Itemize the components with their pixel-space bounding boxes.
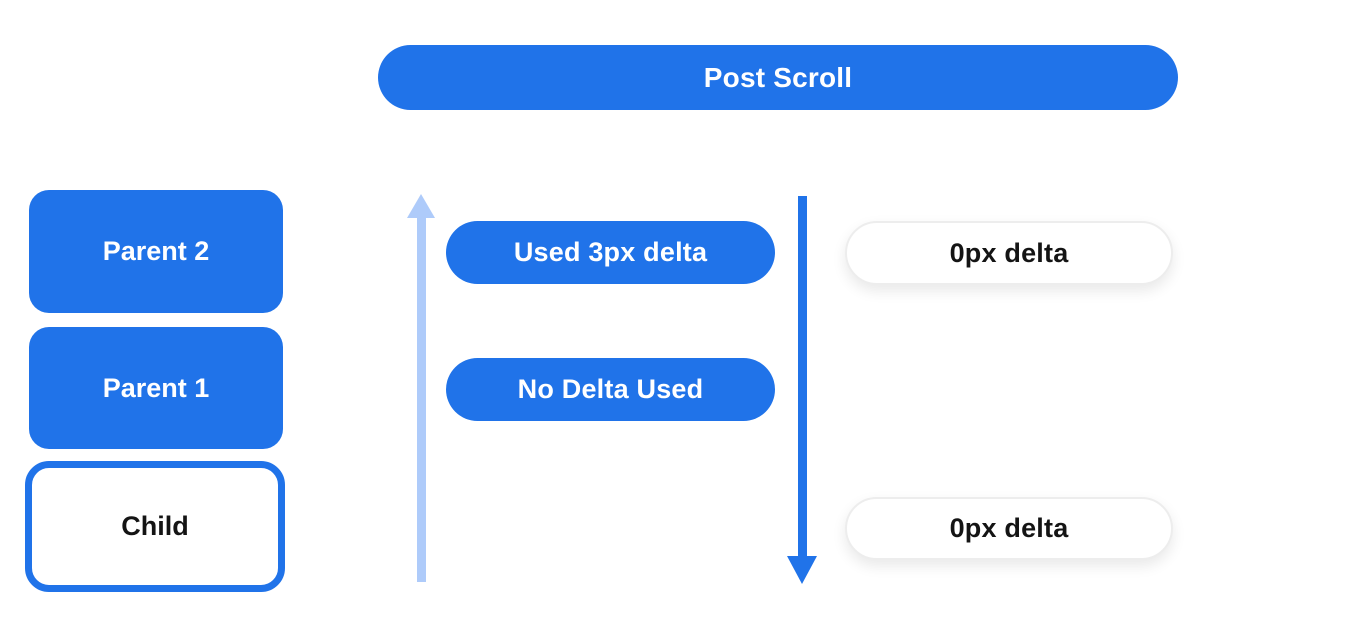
parent-2-box: Parent 2 — [29, 190, 283, 313]
post-scroll-pill: Post Scroll — [378, 45, 1178, 110]
post-scroll-label: Post Scroll — [703, 61, 853, 93]
zero-px-delta-pill-top: 0px delta — [845, 221, 1173, 285]
child-box: Child — [25, 461, 285, 592]
parent-1-box: Parent 1 — [29, 327, 283, 449]
no-delta-used-pill: No Delta Used — [446, 358, 775, 421]
zero-px-delta-pill-bottom: 0px delta — [845, 497, 1173, 560]
zero-px-delta-top-label: 0px delta — [949, 237, 1069, 268]
up-arrow-head-icon — [407, 194, 435, 218]
up-arrow-shaft — [417, 216, 426, 582]
zero-px-delta-bottom-label: 0px delta — [949, 513, 1069, 543]
parent-1-label: Parent 1 — [102, 372, 210, 403]
down-arrow-shaft — [798, 196, 807, 558]
parent-2-label: Parent 2 — [102, 236, 210, 266]
used-3px-delta-label: Used 3px delta — [513, 237, 708, 267]
child-label: Child — [121, 511, 189, 541]
no-delta-used-label: No Delta Used — [517, 374, 704, 404]
used-3px-delta-pill: Used 3px delta — [446, 221, 775, 284]
down-arrow-head-icon — [787, 556, 817, 584]
